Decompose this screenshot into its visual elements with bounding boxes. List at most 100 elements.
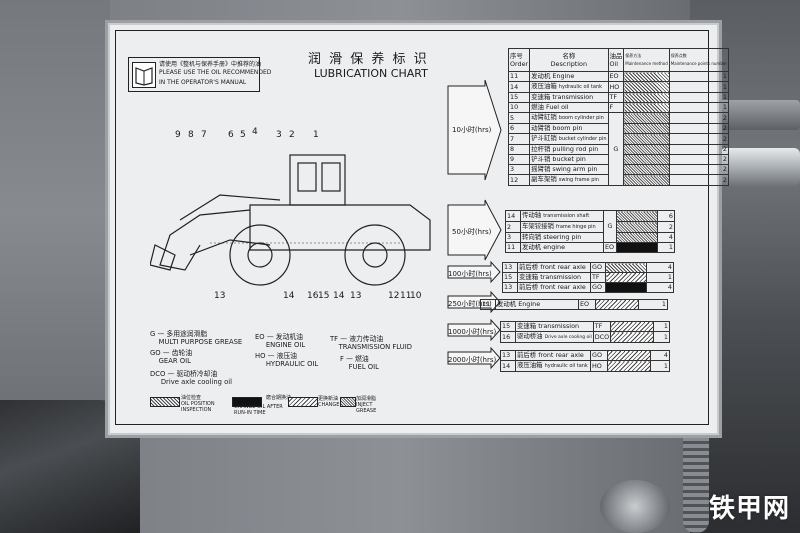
legend-symbol-inspect bbox=[150, 397, 180, 407]
method-cell bbox=[623, 112, 670, 124]
method-cell bbox=[610, 331, 655, 343]
callout: 14 bbox=[283, 291, 295, 301]
interval-arrows bbox=[447, 80, 502, 370]
method-cell bbox=[623, 174, 670, 186]
method-cell bbox=[623, 133, 670, 145]
interval-10h: 10小时(hrs) bbox=[452, 126, 492, 134]
callout: 5 bbox=[240, 130, 246, 140]
legend-symbol-change-run-in bbox=[232, 397, 262, 407]
callout: 8 bbox=[188, 130, 194, 140]
plate-border bbox=[115, 30, 709, 425]
book-icon bbox=[132, 62, 156, 88]
title-zh: 润 滑 保 养 标 识 bbox=[308, 52, 429, 67]
title-en: LUBRICATION CHART bbox=[314, 67, 428, 80]
callout: 4 bbox=[252, 127, 258, 137]
method-cell bbox=[623, 164, 670, 175]
callout: 6 bbox=[228, 130, 234, 140]
method-cell bbox=[605, 282, 647, 293]
interval-1000h: 1000小时(hrs) bbox=[448, 328, 497, 336]
legend-symbol-change-oil bbox=[288, 397, 318, 407]
callout: 13 bbox=[214, 291, 226, 301]
notice-line1: PLEASE USE THE OIL RECOMMENDED bbox=[159, 69, 272, 76]
method-cell bbox=[623, 144, 670, 155]
legend-engine-oil: EO — 发动机油 ENGINE OIL bbox=[255, 333, 306, 349]
method-cell bbox=[607, 360, 651, 372]
legend-grease: G — 多用途润滑脂 MULTI PURPOSE GREASE bbox=[150, 330, 243, 346]
method-cell bbox=[623, 81, 670, 93]
callout: 10 bbox=[410, 291, 422, 301]
method-cell bbox=[616, 232, 658, 243]
callout: 12 bbox=[388, 291, 400, 301]
callout: 11 bbox=[400, 291, 412, 301]
bracket bbox=[715, 100, 800, 130]
interval-100h: 100小时(hrs) bbox=[448, 270, 492, 278]
notice-line2: IN THE OPERATOR'S MANUAL bbox=[159, 79, 247, 86]
method-cell bbox=[605, 272, 647, 283]
callout: 7 bbox=[201, 130, 207, 140]
method-cell bbox=[607, 350, 651, 361]
legend-hydraulic-oil: HO — 液压油 HYDRAULIC OIL bbox=[255, 352, 319, 368]
method-cell bbox=[610, 321, 655, 332]
legend-transmission-fluid: TF — 液力传动油 TRANSMISSION FLUID bbox=[330, 335, 412, 351]
interval-50h: 50小时(hrs) bbox=[452, 228, 492, 236]
method-cell bbox=[623, 123, 670, 134]
legend-drive-axle-oil: DCO — 驱动桥冷却油 Drive axle cooling oil bbox=[150, 370, 233, 386]
method-cell bbox=[616, 210, 658, 222]
interval-2000h: 2000小时(hrs) bbox=[448, 356, 497, 364]
method-cell bbox=[595, 299, 639, 310]
callout: 16 bbox=[307, 291, 319, 301]
callout: 15 bbox=[318, 291, 330, 301]
callout: 9 bbox=[175, 130, 181, 140]
method-cell bbox=[623, 154, 670, 165]
callout: 13 bbox=[350, 291, 362, 301]
method-cell bbox=[616, 242, 658, 253]
legend-fuel-oil: F — 燃油 FUEL OIL bbox=[340, 355, 379, 371]
loader-diagram bbox=[150, 154, 431, 286]
watermark: 铁甲网 bbox=[708, 494, 790, 524]
method-cell bbox=[605, 262, 647, 273]
legend-symbol-grease bbox=[340, 397, 356, 407]
notice-zh: 请使用《整机与保养手册》中推荐的油 bbox=[159, 61, 262, 68]
callout: 1 bbox=[313, 130, 319, 140]
method-cell bbox=[616, 221, 658, 233]
legend-gear-oil: GO — 齿轮油 GEAR OIL bbox=[150, 349, 193, 365]
callout: 3 bbox=[276, 130, 282, 140]
bolt bbox=[600, 480, 670, 533]
callout: 14 bbox=[333, 291, 345, 301]
